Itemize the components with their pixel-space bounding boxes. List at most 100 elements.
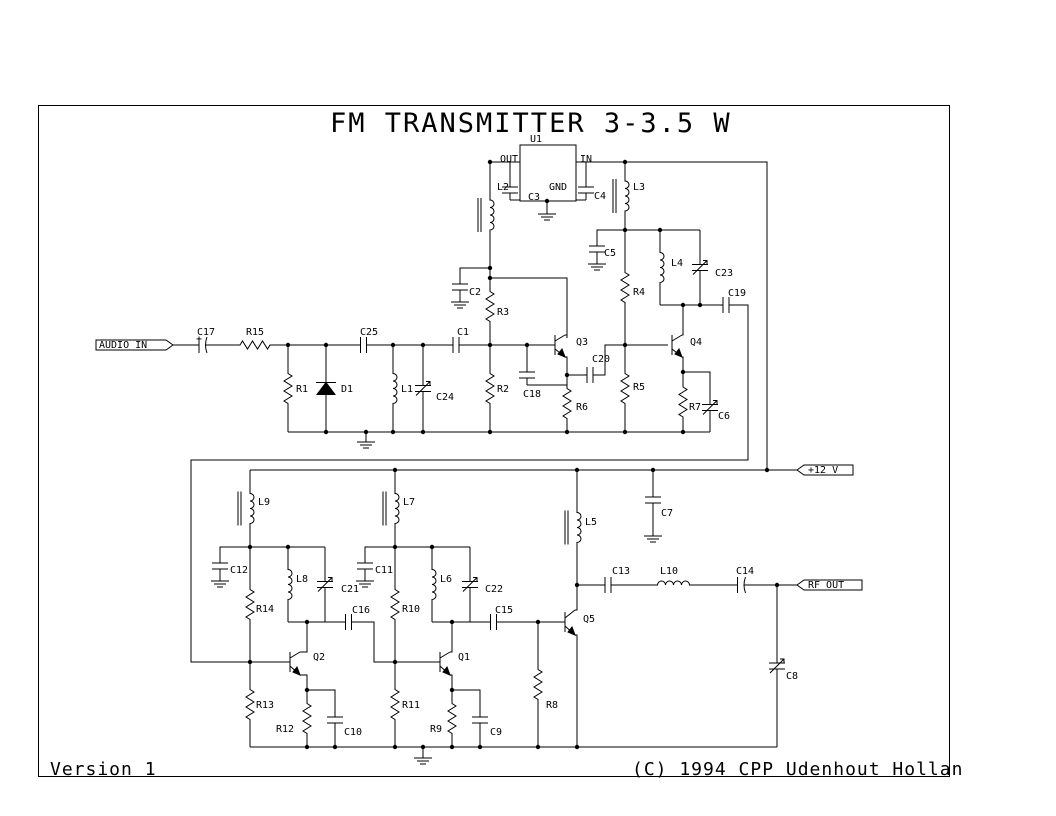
junction-dot bbox=[392, 659, 398, 665]
u1-out-label: OUT bbox=[500, 154, 518, 165]
c8-trimmer bbox=[769, 585, 785, 747]
l8-inductor bbox=[287, 547, 293, 622]
c22-trimmer-arrow bbox=[462, 577, 478, 592]
c6-capacitor bbox=[702, 395, 718, 420]
junction-dot bbox=[363, 429, 369, 435]
r11-resistor bbox=[390, 662, 400, 747]
label-r15: R15 bbox=[246, 327, 264, 338]
r9-resistor bbox=[447, 690, 457, 747]
label-d1: D1 bbox=[341, 384, 353, 395]
wire bbox=[565, 278, 568, 336]
wire bbox=[575, 634, 578, 747]
c2-capacitor bbox=[452, 278, 468, 296]
q4-transistor bbox=[671, 334, 683, 358]
r13-resistor bbox=[245, 662, 255, 747]
schematic-title: FM TRANSMITTER 3-3.5 W bbox=[330, 108, 732, 139]
wire bbox=[219, 546, 250, 557]
wire bbox=[307, 689, 336, 710]
label-l9: L9 bbox=[258, 497, 270, 508]
c25-capacitor bbox=[355, 337, 372, 353]
label-c13: C13 bbox=[612, 566, 630, 577]
label-q5: Q5 bbox=[583, 614, 595, 625]
junction-dot bbox=[247, 544, 253, 550]
ground-c11 bbox=[356, 575, 374, 588]
junction-dot bbox=[392, 744, 398, 750]
l2-inductor bbox=[489, 162, 495, 268]
label-l10: L10 bbox=[660, 566, 678, 577]
wire bbox=[300, 622, 308, 653]
junction-dot bbox=[774, 582, 780, 588]
c20-capacitor bbox=[580, 367, 600, 383]
label-c4: C4 bbox=[594, 191, 606, 202]
junction-dot bbox=[477, 744, 483, 750]
c5-capacitor bbox=[589, 240, 605, 258]
wire bbox=[450, 622, 453, 653]
c3-capacitor bbox=[502, 180, 518, 200]
label-r10: R10 bbox=[402, 604, 420, 615]
label-r1: R1 bbox=[296, 384, 308, 395]
wire bbox=[452, 689, 481, 710]
l5-inductor bbox=[576, 470, 582, 585]
junction-dot bbox=[247, 659, 253, 665]
label-r4: R4 bbox=[633, 287, 645, 298]
label-r13: R13 bbox=[256, 700, 274, 711]
label-c3: C3 bbox=[528, 192, 540, 203]
junction-dot bbox=[622, 342, 628, 348]
rf-out-label: RF OUT bbox=[808, 580, 844, 591]
l4-inductor bbox=[659, 230, 665, 305]
label-c15: C15 bbox=[495, 605, 513, 616]
label-r9: R9 bbox=[430, 724, 442, 735]
label-c20: C20 bbox=[592, 354, 610, 365]
label-c21: C21 bbox=[341, 584, 359, 595]
c23-trimmer-arrow bbox=[692, 260, 708, 275]
ground-c5 bbox=[588, 258, 606, 271]
drawing-frame bbox=[38, 105, 950, 777]
junction-dot bbox=[285, 544, 291, 550]
junction-dot bbox=[622, 159, 628, 165]
junction-dot bbox=[680, 429, 686, 435]
junction-dot bbox=[680, 302, 686, 308]
r12-resistor bbox=[302, 690, 312, 747]
label-r14: R14 bbox=[256, 604, 274, 615]
l10-inductor bbox=[655, 580, 692, 586]
label-q1: Q1 bbox=[458, 652, 470, 663]
label-r8: R8 bbox=[546, 700, 558, 711]
junction-dot bbox=[392, 467, 398, 473]
components bbox=[192, 162, 785, 765]
junction-dot bbox=[564, 429, 570, 435]
label-c1: C1 bbox=[457, 327, 469, 338]
junction-dot bbox=[487, 342, 493, 348]
wire bbox=[364, 546, 395, 557]
junction-dot bbox=[449, 687, 455, 693]
c21-trimmer bbox=[317, 547, 333, 622]
wire bbox=[682, 356, 684, 372]
label-l2: L2 bbox=[497, 182, 509, 193]
r8-resistor bbox=[533, 622, 543, 747]
wire bbox=[190, 304, 749, 663]
junction-dot bbox=[323, 429, 329, 435]
junction-dot bbox=[304, 619, 310, 625]
ground-lower bbox=[414, 752, 432, 765]
junction-dot bbox=[420, 342, 426, 348]
junction-dot bbox=[535, 619, 541, 625]
copyright-label: (C) 1994 CPP Udenhout Hollan bbox=[632, 759, 963, 780]
label-c14: C14 bbox=[736, 566, 754, 577]
junction-dots bbox=[247, 159, 780, 750]
c14-capacitor bbox=[733, 576, 748, 594]
label-c24: C24 bbox=[436, 392, 454, 403]
label-c16: C16 bbox=[352, 605, 370, 616]
label-c17_plus: + bbox=[196, 334, 202, 345]
junction-dot bbox=[390, 342, 396, 348]
label-l8: L8 bbox=[296, 574, 308, 585]
junction-dot bbox=[574, 582, 580, 588]
junction-dot bbox=[304, 744, 310, 750]
c15-capacitor bbox=[485, 614, 502, 630]
wire bbox=[450, 674, 453, 690]
label-l1: L1 bbox=[401, 384, 413, 395]
c1-capacitor bbox=[448, 337, 464, 353]
junction-dot bbox=[449, 744, 455, 750]
c19-capacitor bbox=[718, 297, 734, 313]
wire bbox=[600, 344, 625, 376]
